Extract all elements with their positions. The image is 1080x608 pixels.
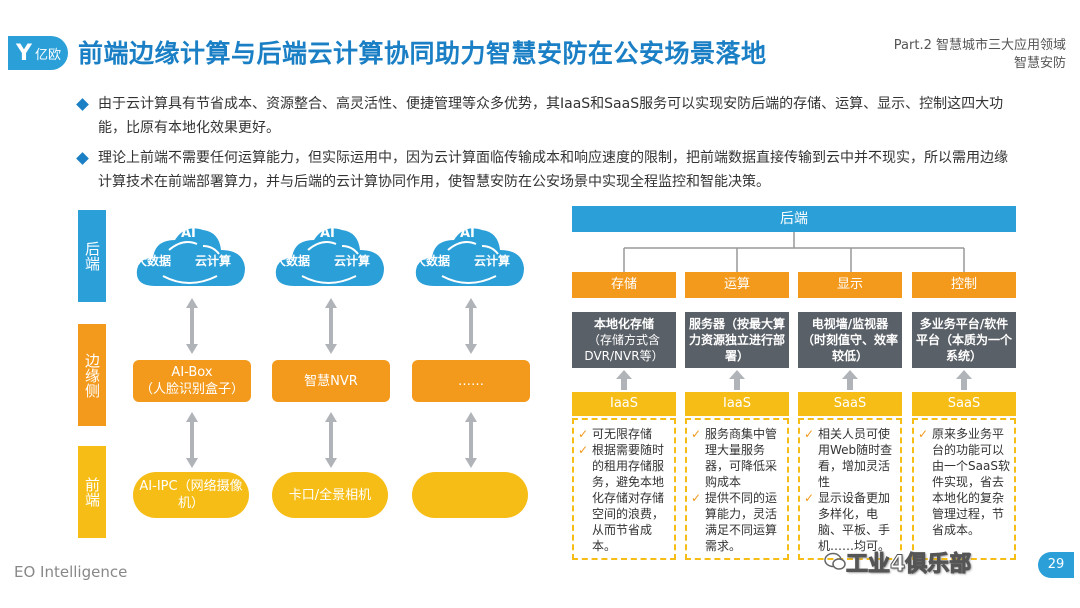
front-device-more [412,472,528,518]
front-device-checkpoint: 卡口/全景相机 [272,472,388,518]
up-arrow-icon [956,370,972,390]
column-current-display: 电视墙/监视器（时刻值守、效率较低） [798,312,902,368]
benefit-text: 提供不同的运算能力，灵活满足不同运算需求。 [705,491,778,553]
current-main: 电视墙/监视器（时刻值守、效率较低） [802,317,899,363]
check-icon: ✓ [918,427,929,441]
tier-text: 边缘侧 [83,352,101,398]
double-arrow-icon [325,298,337,354]
edge-box-ai-box: AI-Box（人脸识别盒子） [133,360,251,402]
check-icon: ✓ [691,491,702,505]
tier-label-edge: 边缘侧 [78,324,106,426]
wechat-icon [824,552,846,572]
column-head-display: 显示 [798,272,902,298]
service-type: SaaS [798,392,902,416]
cloud-calc: 云计算 [195,254,232,268]
double-arrow-icon [186,298,198,354]
service-type: IaaS [685,392,789,416]
edge-box-more: …… [412,360,530,402]
connector-tree [572,232,1016,272]
benefit-list: ✓可无限存储 ✓根据需要随时的租用存储服务，避免本地化存储对存储空间的浪费，从而… [572,418,676,560]
benefit-text: 原来多业务平台的功能可以由一个SaaS软件实现，省去本地化的复杂管理过程，节省成… [932,427,1010,537]
benefit-list: ✓原来多业务平台的功能可以由一个SaaS软件实现，省去本地化的复杂管理过程，节省… [912,418,1016,560]
cloud-ai: AI [320,226,335,241]
benefit-text: 可无限存储 [592,427,653,441]
current-sub: （存储方式含DVR/NVR等） [584,333,664,363]
up-arrow-icon [729,370,745,390]
cloud-icon: AI 大数据 云计算 [412,220,528,292]
service-type: SaaS [912,392,1016,416]
tier-label-back: 后端 [78,210,106,302]
watermark: 工业4俱乐部 [845,552,972,578]
bullet-item: 理论上前端不需要任何运算能力，但实际运用中，因为云计算面临传输成本和响应速度的限… [76,146,1018,194]
benefit-text: 服务商集中管理大量服务器，可降低采购成本 [705,427,778,489]
benefit-list: ✓服务商集中管理大量服务器，可降低采购成本 ✓提供不同的运算能力，灵活满足不同运… [685,418,789,560]
bullet-list: 由于云计算具有节省成本、资源整合、高灵活性、便捷管理等众多优势，其IaaS和Sa… [76,92,1018,200]
current-main: 本地化存储 [593,317,654,331]
benefit-text: 显示设备更加多样化，电脑、平板、手机……均可。 [818,491,891,553]
service-type: IaaS [572,392,676,416]
cloud-icon: AI 大数据 云计算 [133,220,249,292]
list-item: ✓显示设备更加多样化，电脑、平板、手机……均可。 [804,490,896,554]
bullet-item: 由于云计算具有节省成本、资源整合、高灵活性、便捷管理等众多优势，其IaaS和Sa… [76,92,1018,140]
current-main: 多业务平台/软件平台（本质为一个系统） [916,317,1013,363]
check-icon: ✓ [804,427,815,441]
list-item: ✓服务商集中管理大量服务器，可降低采购成本 [691,426,783,490]
cloud-big-data: 大数据 [414,254,451,268]
page-number: 29 [1038,552,1074,578]
front-device-ipc: AI-IPC（网络摄像机） [133,472,249,518]
check-icon: ✓ [804,491,815,505]
benefit-text: 相关人员可使用Web随时查看，增加灵活性 [818,427,893,489]
cloud-calc: 云计算 [474,254,511,268]
column-head-storage: 存储 [572,272,676,298]
logo-text: 亿欧 [34,47,61,63]
check-icon: ✓ [578,443,589,457]
diamond-icon [76,152,89,165]
column-head-control: 控制 [912,272,1016,298]
footer-brand: EO Intelligence [14,563,128,581]
section-sub: 智慧安防 [1013,56,1066,71]
cloud-big-data: 大数据 [274,254,311,268]
bullet-text: 理论上前端不需要任何运算能力，但实际运用中，因为云计算面临传输成本和响应速度的限… [98,150,1008,190]
page-title: 前端边缘计算与后端云计算协同助力智慧安防在公安场景落地 [78,39,767,68]
edge-box-nvr: 智慧NVR [272,360,390,402]
cloud-ai: AI [460,226,475,241]
tier-text: 后端 [83,241,101,271]
section-label: Part.2 智慧城市三大应用领域 智慧安防 [894,37,1066,73]
up-arrow-icon [616,370,632,390]
cloud-ai: AI [181,226,196,241]
diamond-icon [76,98,89,111]
column-current-storage: 本地化存储 （存储方式含DVR/NVR等） [572,312,676,368]
double-arrow-icon [465,412,477,468]
benefit-list: ✓相关人员可使用Web随时查看，增加灵活性 ✓显示设备更加多样化，电脑、平板、手… [798,418,902,560]
cloud-calc: 云计算 [334,254,371,268]
list-item: ✓提供不同的运算能力，灵活满足不同运算需求。 [691,490,783,554]
up-arrow-icon [842,370,858,390]
logo: Y 亿欧 [8,36,68,70]
section-part: Part.2 智慧城市三大应用领域 [893,38,1066,53]
check-icon: ✓ [578,427,589,441]
column-head-compute: 运算 [685,272,789,298]
list-item: ✓根据需要随时的租用存储服务，避免本地化存储对存储空间的浪费，从而节省成本。 [578,442,670,554]
column-current-control: 多业务平台/软件平台（本质为一个系统） [912,312,1016,368]
logo-mark: Y [16,40,32,66]
double-arrow-icon [186,412,198,468]
cloud-big-data: 大数据 [135,254,172,268]
list-item: ✓相关人员可使用Web随时查看，增加灵活性 [804,426,896,490]
tier-label-front: 前端 [78,446,106,538]
list-item: ✓可无限存储 [578,426,670,442]
benefit-text: 根据需要随时的租用存储服务，避免本地化存储对存储空间的浪费，从而节省成本。 [592,443,665,553]
backend-header: 后端 [572,206,1016,232]
cloud-icon: AI 大数据 云计算 [272,220,388,292]
tier-text: 前端 [83,477,101,507]
double-arrow-icon [325,412,337,468]
column-current-compute: 服务器（按最大算力资源独立进行部署） [685,312,789,368]
list-item: ✓原来多业务平台的功能可以由一个SaaS软件实现，省去本地化的复杂管理过程，节省… [918,426,1010,538]
bullet-text: 由于云计算具有节省成本、资源整合、高灵活性、便捷管理等众多优势，其IaaS和Sa… [98,96,1004,136]
current-main: 服务器（按最大算力资源独立进行部署） [689,317,786,363]
check-icon: ✓ [691,427,702,441]
double-arrow-icon [465,298,477,354]
